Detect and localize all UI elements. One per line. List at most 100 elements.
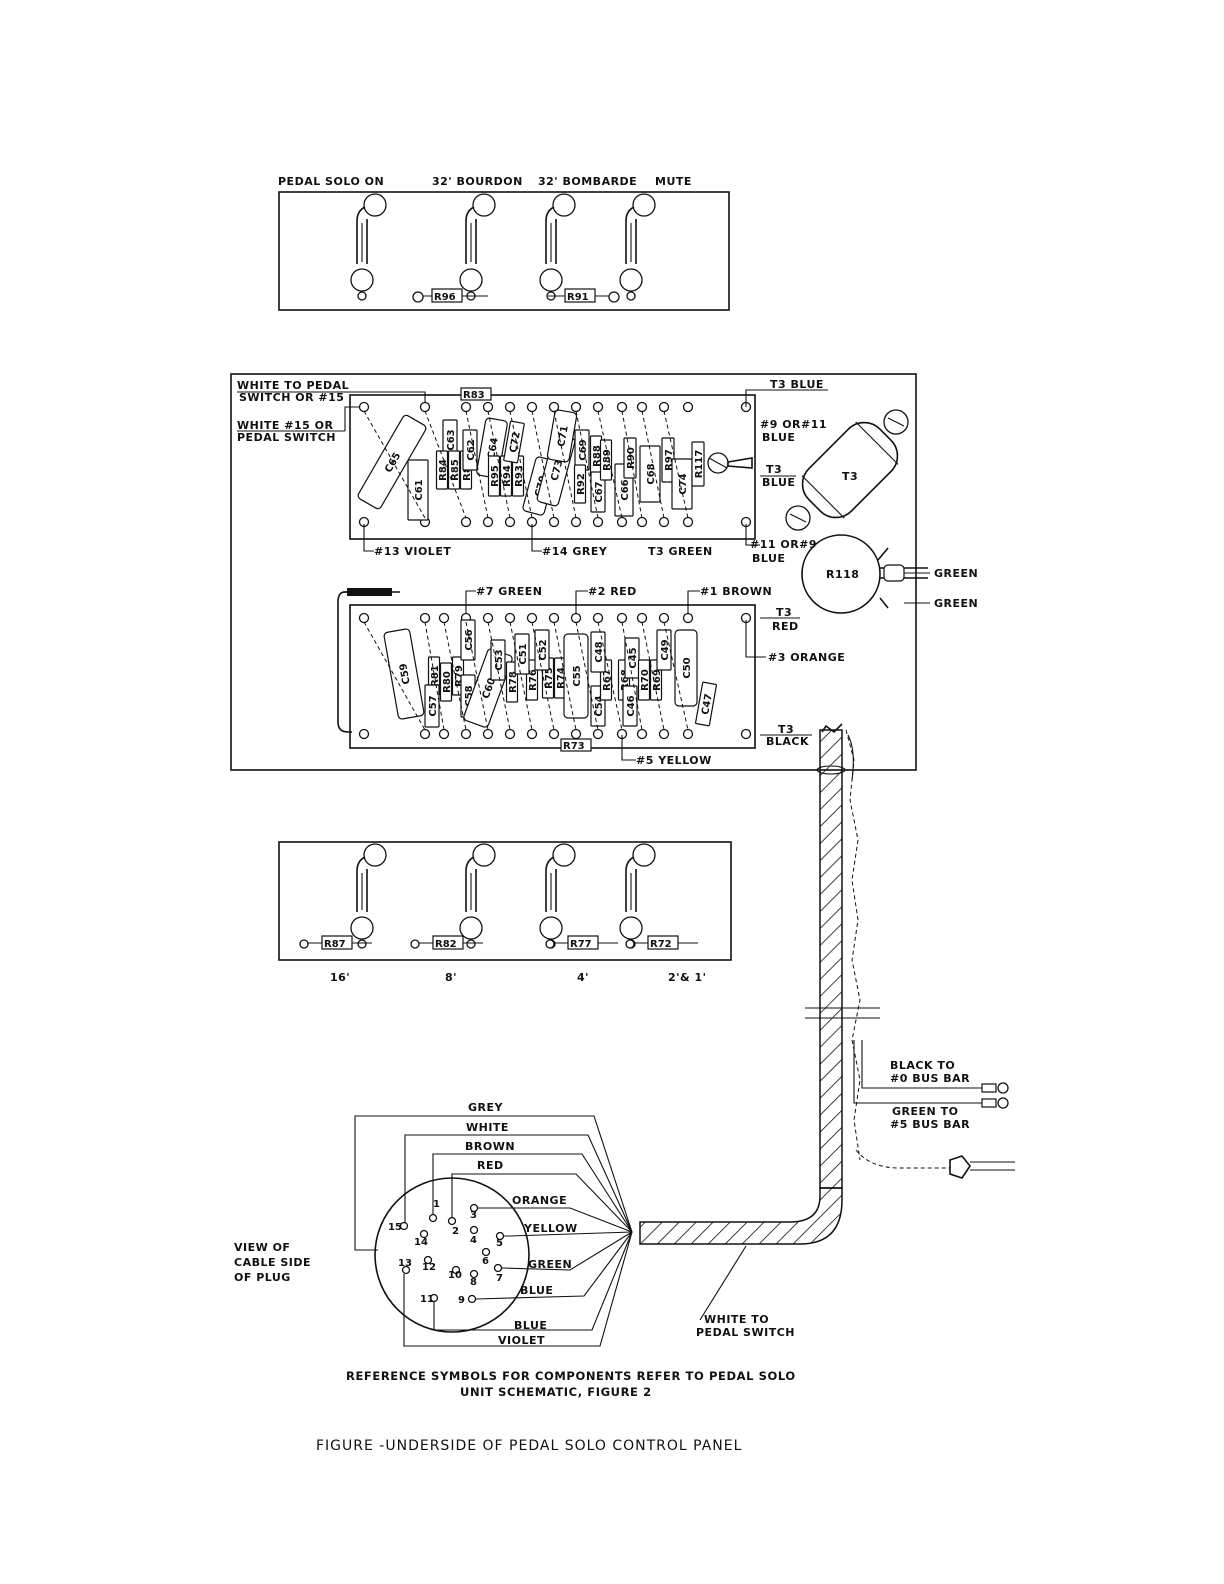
lower-bottom-terminal-2 [419,728,431,740]
plug-pin-6: 6 [481,1247,491,1267]
lower-component-c59: C59 [383,628,425,720]
upper-bottom-terminal-4 [482,516,494,528]
label-pin-13: 13 [398,1258,412,1269]
label-r90: R90 [626,447,637,469]
label-pin-4: 4 [470,1235,477,1246]
label-r118: R118 [826,568,859,581]
reference-note-line-2: UNIT SCHEMATIC, FIGURE 2 [460,1385,652,1399]
plug-pin-15: 15 [388,1221,409,1233]
label-white-to-pedal: WHITE TO PEDAL [237,379,349,392]
label-r69: R69 [652,669,663,691]
label-4-foot: 4' [577,971,589,984]
lower-component-c45: C45 [624,637,640,679]
label-r85: R85 [450,459,461,481]
plug-wire-labels: GREYWHITEBROWNREDORANGEYELLOWGREENBLUEBL… [465,1101,577,1347]
lower-top-terminal-10 [592,612,604,624]
label-r94: R94 [502,465,513,487]
lower-top-terminal-7 [526,612,538,624]
bottom-panel-frame [278,841,732,961]
lower-terminal-board [349,604,756,749]
upper-bottom-terminal-5 [504,516,516,528]
bottom-resistor-4: R72 [625,935,698,950]
label-c73: C73 [549,459,565,482]
wire-7 [501,1231,633,1271]
wire-9 [433,1231,633,1331]
bottom-resistor-1: R87 [299,935,372,950]
label-r97: R97 [664,449,675,471]
label-of-plug: OF PLUG [234,1271,291,1284]
label-r95: R95 [490,465,501,487]
plug-pin-14: 14 [414,1229,429,1248]
upper-top-terminal-5 [504,401,516,413]
fan-out-wires [354,1115,633,1347]
wire-1 [354,1115,633,1251]
label-c58: C58 [464,685,475,706]
label-pedal-switch-bottom: PEDAL SWITCH [696,1326,795,1339]
wire-label-7: GREEN [528,1258,572,1271]
bottom-resistor-2: R82 [410,935,483,950]
label-bottom-resistor-4: R72 [650,939,672,950]
label-t3: T3 [766,463,782,476]
label-r74: R74 [556,667,567,689]
lower-terminals [358,612,752,740]
upper-bottom-terminal-13 [682,516,694,528]
label-pin-8: 8 [470,1277,477,1288]
thumb-screw [707,452,753,474]
label-r84: R84 [438,459,449,481]
lower-bottom-terminal-8 [548,728,560,740]
label-pin-11: 11 [420,1294,434,1305]
upper-component-c62: C62 [462,429,478,471]
label-pin-2: 2 [452,1226,459,1237]
upper-component-c68: C68 [639,445,661,503]
lower-top-terminal-1 [358,612,370,624]
lower-bottom-terminal-5 [482,728,494,740]
top-switch-panel: PEDAL SOLO ON 32' BOURDON 32' BOMBARDE M… [278,175,730,311]
wire-label-9: BLUE [514,1319,547,1332]
wire-6 [504,1231,633,1237]
upper-top-terminal-8 [570,401,582,413]
label-r75: R75 [544,667,555,689]
label-t3-green: T3 GREEN [648,545,713,558]
label-11-or-9: #11 OR#9 [750,538,817,551]
resistor-r83: R83 [460,387,492,401]
pedal-switch-plug [949,1155,1015,1179]
top-panel-frame [278,191,730,311]
label-14-grey: #14 GREY [542,545,608,558]
upper-terminal-board [349,394,756,540]
lower-top-terminal-13 [658,612,670,624]
label-c69: C69 [578,439,589,460]
upper-bottom-terminal-7 [548,516,560,528]
upper-component-r85: R85 [447,450,461,490]
label-pin-9: 9 [458,1295,465,1306]
lower-component-c49: C49 [656,629,672,671]
label-c45: C45 [628,647,639,668]
wire-10 [403,1231,633,1347]
lower-component-c46: C46 [622,685,638,727]
upper-bottom-terminal-10 [616,516,628,528]
upper-component-r97: R97 [661,437,675,483]
transformer-t3: T3 [785,409,909,531]
upper-top-terminal-3 [460,401,472,413]
label-c51: C51 [518,643,529,664]
lower-top-terminal-6 [504,612,516,624]
upper-component-c71: C71 [546,409,578,463]
lower-top-terminal-3 [438,612,450,624]
label-7-green: #7 GREEN [476,585,542,598]
label-5-yellow: #5 YELLOW [636,754,712,767]
plug-pin-5: 5 [495,1231,505,1249]
label-c52: C52 [538,639,549,660]
label-c62: C62 [466,439,477,460]
bottom-toggle-switch-1 [350,843,387,949]
label-pin-6: 6 [482,1256,489,1267]
label-c72: C72 [508,431,523,454]
label-pin-10: 10 [448,1270,462,1281]
label-lower-t3-b: T3 [778,723,794,736]
label-pedal-switch: PEDAL SWITCH [237,431,336,444]
ring-terminal-black [981,1082,1009,1094]
upper-component-r90: R90 [623,437,637,479]
label-bottom-resistor-1: R87 [324,939,346,950]
label-r78: R78 [508,671,519,693]
upper-component-c61: C61 [407,459,429,521]
